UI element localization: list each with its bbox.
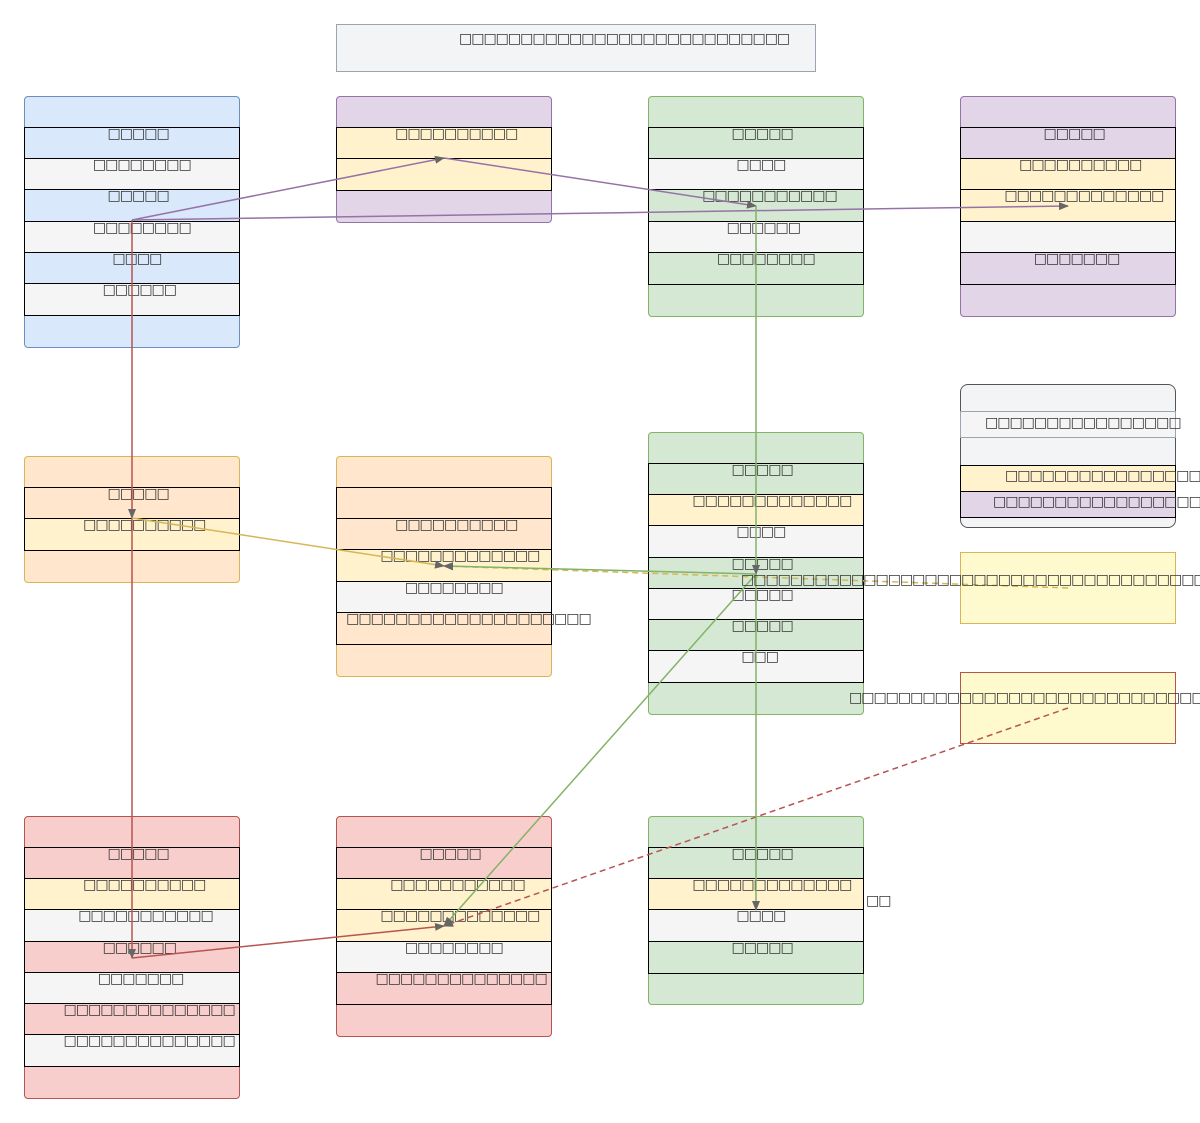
row-label: □□□□□□□□□□□□□□: [375, 970, 548, 987]
row-label: □□□□□□□□□□□□□□: [63, 1002, 236, 1018]
table-row[interactable]: □□□□□□□□□□□□□□: [24, 1002, 240, 1036]
row-label: □□□□□□□: [1033, 250, 1121, 267]
row-label: □□□□: [736, 524, 786, 541]
row-label: □□□: [741, 649, 779, 666]
row-label: □□□□□□□□□□□: [390, 877, 526, 894]
row-label: □□□□□□□□□□□□□□: [63, 1033, 236, 1050]
row-label: □□□□□□□□□□□□□: [380, 908, 540, 925]
edge-label: □□: [866, 893, 891, 909]
legend-row: □□□□□□□□□□□□□□□□: [960, 411, 1182, 438]
table-row[interactable]: □□□□: [648, 157, 864, 192]
row-label: □□□□□□□□□□□□□: [692, 877, 852, 894]
table-row[interactable]: □□□□□□□□□□□: [336, 877, 552, 912]
row-label: □□□□□: [107, 846, 170, 862]
row-label: □□□□□□□: [97, 970, 185, 987]
table-row[interactable]: □□□□□□□: [960, 250, 1176, 285]
row-label: □□□□□: [731, 618, 794, 634]
row-label: □□□□□□□□: [716, 250, 816, 267]
table-row[interactable]: □□□□□□□□: [336, 939, 552, 974]
table-row[interactable]: □□□□□: [24, 126, 240, 160]
row-label: □□□□□: [731, 939, 794, 956]
table-row[interactable]: □□□□□: [960, 126, 1176, 160]
legend: □□□□□□□□□□□□□□□□□□□□□□□□□□□□□□□□□□□□□□□□…: [960, 384, 1200, 528]
row-label: □□□□□□□□: [404, 939, 504, 956]
row-label: □□□□□□: [102, 939, 177, 956]
row-label: □□□□□□□□□□□□□□□□□□□□: [346, 610, 592, 627]
diagram-title: □□□□□□□□□□□□□□□□□□□□□□□□□□□: [459, 31, 790, 47]
legend-label: □□□□□□□□□□□□□□□□□: [1005, 468, 1200, 484]
row-label: □□□□□□□□□□: [395, 517, 518, 534]
table-row[interactable]: □□□□□□□□□□□□□□□□□□□□: [336, 611, 592, 645]
row-label: □□□□□: [731, 126, 794, 142]
row-label: □□□□□□: [726, 219, 801, 236]
edge-arrow[interactable]: [443, 573, 757, 927]
edge-arrow[interactable]: [131, 922, 445, 959]
row-label: □□□□□□□□□□□□□: [1004, 188, 1164, 205]
table-row[interactable]: □□□□□□□□□□: [336, 517, 552, 552]
row-label: □□□□□□: [102, 282, 177, 298]
row-label: □□□□□□□□□□: [1019, 157, 1142, 174]
diagram-title-box: □□□□□□□□□□□□□□□□□□□□□□□□□□□: [336, 24, 816, 72]
row-label: □□□□□□□□□□□: [702, 188, 838, 205]
edge-arrow[interactable]: [131, 202, 1069, 221]
table-row[interactable]: □□□□□□□□□□: [336, 126, 552, 160]
note-text: □□□□□□□□□□□□□□□□□□□□□□□□□□□□□□: [849, 690, 1200, 706]
row-label: □□□□□□□□□□□□□: [692, 493, 852, 510]
table-c[interactable]: □□□□□□□□□□□□□□□□□□□□□□□□□□□□□□□□□□: [648, 96, 864, 317]
row-label: □□□□□□□□□□: [83, 517, 206, 534]
edge-arrow[interactable]: [443, 562, 757, 575]
legend-label: □□□□□□□□□□□□□□□□□: [993, 494, 1200, 510]
row-label: □□□□□□□□: [92, 157, 192, 174]
table-row[interactable]: □□□□□□□□□□□□□□: [336, 970, 552, 1005]
row-label: □□□□: [736, 908, 786, 925]
table-d[interactable]: □□□□□□□□□□□□□□□□□□□□□□□□□□□□□□□□□□□: [960, 96, 1176, 317]
edge-arrow[interactable]: [443, 157, 757, 209]
table-a[interactable]: □□□□□□□□□□□□□□□□□□□□□□□□□□□□□□□□□□□□: [24, 96, 240, 348]
row-label: □□□□□: [107, 188, 170, 205]
row-label: □□□□□: [419, 846, 482, 862]
row-label: □□□□□: [731, 462, 794, 478]
row-label: □□□□□□□□□□: [395, 126, 518, 142]
row-label: □□□□: [112, 250, 162, 267]
row-label: □□□□□: [1043, 126, 1106, 142]
table-row[interactable]: □□□□□□□: [24, 970, 240, 1005]
note-text: □□□□□□□□□□□□□□□□□□□□□□□□□□□□□□□□□□□□□□□: [741, 572, 1200, 588]
row-label: □□□□□□□□□□: [83, 877, 206, 894]
edge-arrow[interactable]: [131, 155, 445, 221]
row-label: □□□□□□□□□□□□□: [380, 548, 540, 565]
row-label: □□□□□: [107, 486, 170, 502]
table-row[interactable]: □□□□□□□□: [336, 579, 552, 614]
row-label: □□□□□: [731, 555, 794, 572]
legend-row: □□□□□□□□□□□□□□□□□: [960, 491, 1200, 518]
edge-arrow[interactable]: [131, 517, 445, 569]
row-label: □□□□□□□□□□□: [78, 908, 214, 925]
row-label: □□□□□: [731, 846, 794, 862]
table-row[interactable]: □□□□□□□□□□□□□□: [24, 1033, 240, 1068]
row-label: □□□□□□□□: [92, 219, 192, 236]
row-label: □□□□□: [107, 126, 170, 142]
row-label: □□□□: [736, 157, 786, 174]
row-label: □□□□□□□□: [404, 579, 504, 596]
row-label: □□□□□: [731, 586, 794, 603]
legend-label: □□□□□□□□□□□□□□□□: [985, 415, 1182, 431]
table-row[interactable]: □□□□□: [648, 939, 864, 974]
table-row[interactable]: □□□□□: [648, 126, 864, 160]
